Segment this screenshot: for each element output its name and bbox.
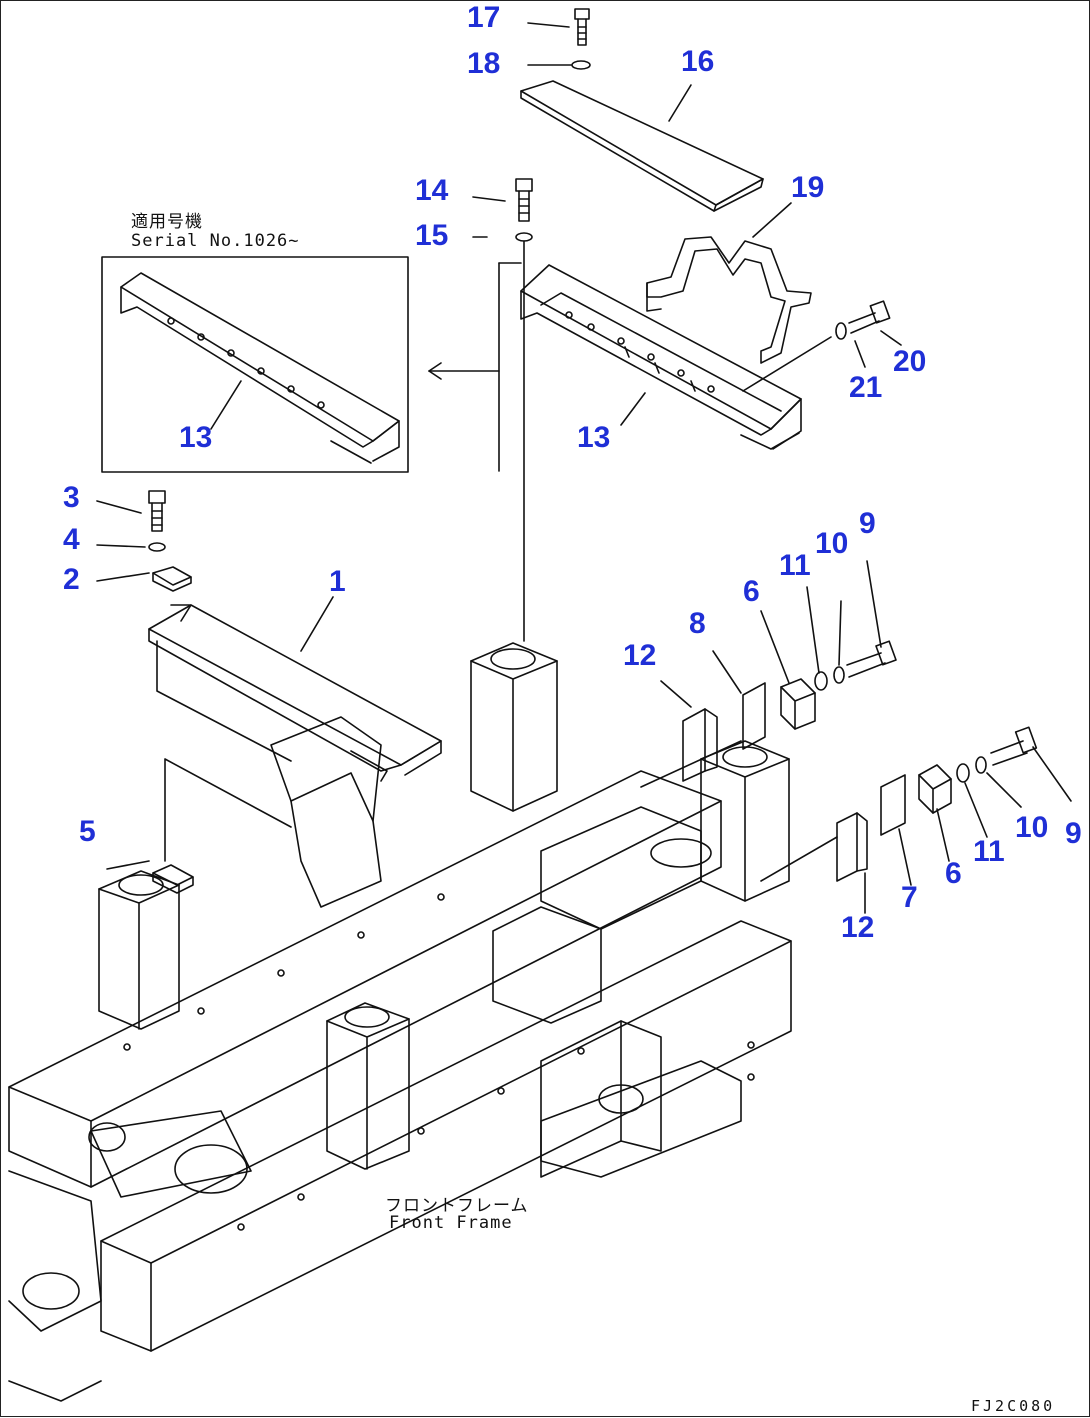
inset-frame bbox=[101, 256, 409, 473]
part-7-plate-lower bbox=[880, 774, 906, 836]
callout-17: 17 bbox=[467, 1, 501, 34]
callout-8: 8 bbox=[689, 607, 706, 640]
callout-4: 4 bbox=[63, 523, 80, 556]
inset-jp-label: 適用号機 bbox=[131, 212, 203, 232]
callout-9-lower: 9 bbox=[1065, 817, 1082, 850]
part-20-bolt bbox=[848, 300, 891, 334]
part-1-cover bbox=[148, 604, 442, 782]
part-9-bolt-upper bbox=[846, 640, 897, 678]
inset-part-13-beam bbox=[120, 272, 400, 464]
drawing-code: FJ2C080 bbox=[971, 1397, 1056, 1415]
part-16-cover-plate bbox=[520, 80, 764, 212]
part-4-washer bbox=[148, 542, 166, 552]
part-11-nut-upper bbox=[814, 671, 828, 691]
frame-jp-label: フロントフレーム bbox=[385, 1196, 529, 1216]
callout-15: 15 bbox=[415, 219, 449, 252]
part-17-bolt bbox=[574, 8, 590, 46]
callout-11-lower: 11 bbox=[973, 835, 1005, 868]
callout-18: 18 bbox=[467, 47, 501, 80]
part-14-bolt bbox=[515, 178, 533, 222]
part-13-beam bbox=[520, 264, 802, 450]
part-19-bracket bbox=[646, 236, 812, 364]
callout-10-upper: 10 bbox=[815, 527, 849, 560]
callout-6-lower: 6 bbox=[945, 857, 962, 890]
callout-14: 14 bbox=[415, 174, 449, 207]
callout-11-upper: 11 bbox=[779, 549, 811, 582]
front-frame bbox=[8, 642, 792, 1402]
part-6-block-lower bbox=[918, 764, 952, 814]
part-10-washer-upper bbox=[833, 666, 845, 684]
callout-12-upper: 12 bbox=[623, 639, 657, 672]
callout-3: 3 bbox=[63, 481, 80, 514]
part-2-clip bbox=[152, 566, 192, 592]
inset-serial-label: Serial No.1026~ bbox=[131, 231, 300, 251]
callout-1: 1 bbox=[329, 565, 346, 598]
callout-6-upper: 6 bbox=[743, 575, 760, 608]
callout-9-upper: 9 bbox=[859, 507, 876, 540]
callout-12-lower: 12 bbox=[841, 911, 875, 944]
callout-13: 13 bbox=[577, 421, 611, 454]
callout-5: 5 bbox=[79, 815, 96, 848]
part-11-nut-lower bbox=[956, 763, 970, 783]
callout-20: 20 bbox=[893, 345, 927, 378]
part-18-washer bbox=[571, 60, 591, 70]
frame-en-label: Front Frame bbox=[389, 1213, 513, 1233]
part-6-block-upper bbox=[780, 678, 816, 730]
inset-callout-13: 13 bbox=[179, 421, 213, 454]
part-21-washer bbox=[835, 322, 847, 340]
callout-2: 2 bbox=[63, 563, 80, 596]
callout-7: 7 bbox=[901, 881, 918, 914]
part-15-washer bbox=[515, 232, 533, 242]
part-10-washer-lower bbox=[975, 756, 987, 774]
part-9-bolt-lower bbox=[990, 726, 1038, 766]
part-8-plate-upper bbox=[742, 682, 766, 750]
callout-21: 21 bbox=[849, 371, 883, 404]
callout-16: 16 bbox=[681, 45, 715, 78]
part-3-bolt bbox=[148, 490, 166, 532]
part-12-shim-lower bbox=[836, 812, 868, 882]
callout-10-lower: 10 bbox=[1015, 811, 1049, 844]
callout-19: 19 bbox=[791, 171, 825, 204]
part-12-shim-upper bbox=[682, 708, 718, 782]
